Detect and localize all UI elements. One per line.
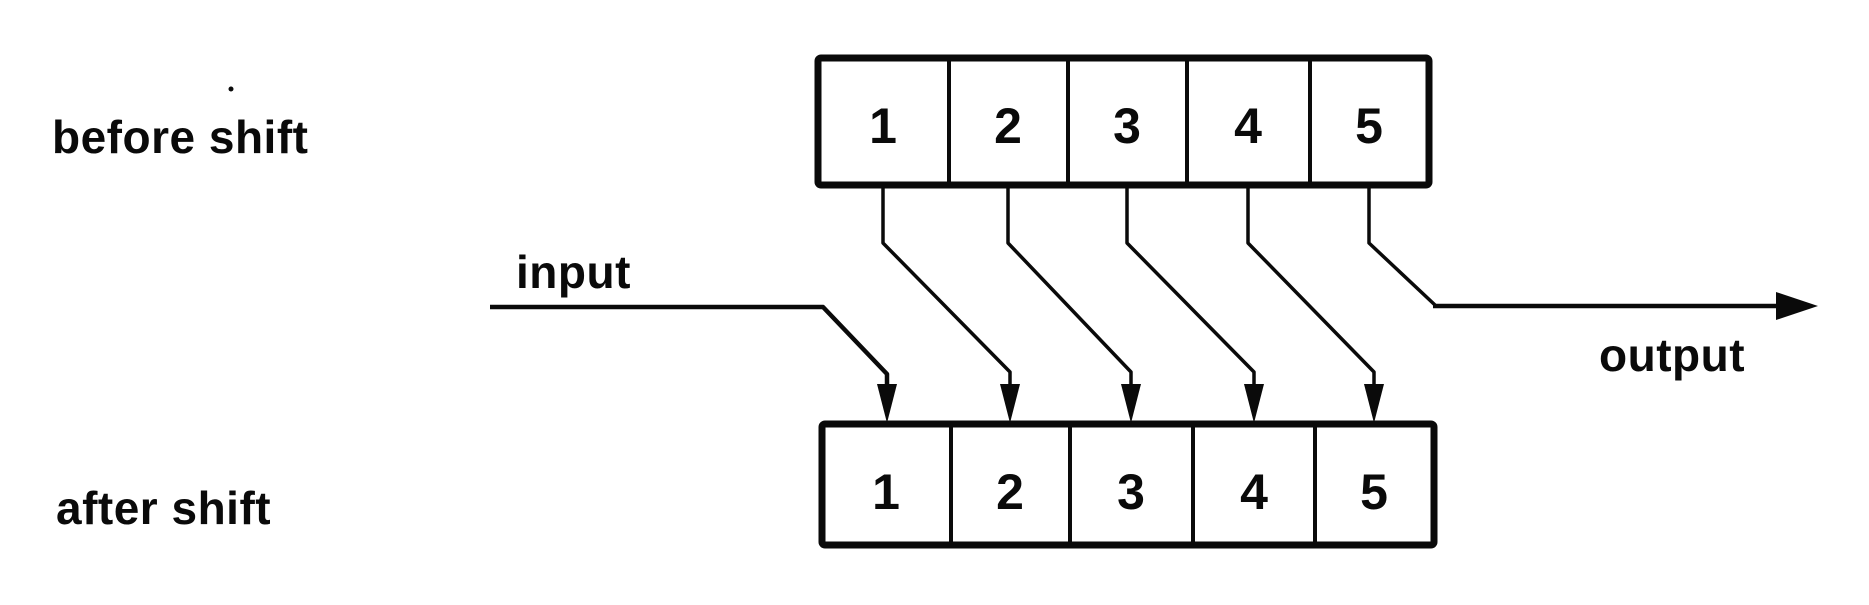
arrowhead-down-icon	[1364, 384, 1384, 423]
scan-speck	[228, 86, 234, 92]
shift-arrow-cell1-to-cell2	[881, 185, 1020, 423]
input-wire	[490, 304, 890, 394]
output-exit-wire	[1367, 185, 1437, 307]
before-shift-label: before shift	[52, 111, 308, 163]
arrowhead-down-icon	[1244, 384, 1264, 423]
cell-value: 3	[1117, 464, 1145, 520]
cell-value: 2	[996, 464, 1024, 520]
input-label: input	[516, 246, 631, 298]
register-after-box	[818, 420, 1438, 549]
shift-wire	[881, 185, 1012, 394]
register-before-box	[814, 54, 1433, 189]
cell-value: 5	[1355, 98, 1383, 154]
shift-arrow-cell4-to-cell5	[1246, 185, 1384, 423]
output-label: output	[1599, 329, 1745, 381]
output-arrow	[1367, 185, 1818, 320]
cell-value: 1	[872, 464, 900, 520]
cell-value: 3	[1113, 98, 1141, 154]
cell-value: 4	[1240, 464, 1268, 520]
arrowhead-down-icon	[1121, 384, 1141, 423]
shift-arrow-cell3-to-cell4	[1125, 185, 1264, 423]
shift-arrows	[881, 185, 1384, 423]
arrowhead-down-icon	[877, 384, 897, 423]
cell-value: 1	[869, 98, 897, 154]
input-arrow	[490, 304, 897, 423]
cell-value: 5	[1360, 464, 1388, 520]
cell-value: 4	[1234, 98, 1262, 154]
arrowhead-right-icon	[1776, 292, 1818, 320]
register-after: 1 2 3 4 5	[818, 420, 1438, 549]
shift-wire	[1246, 185, 1376, 394]
shift-arrow-cell2-to-cell3	[1006, 185, 1141, 423]
cell-value: 2	[994, 98, 1022, 154]
after-shift-label: after shift	[56, 482, 271, 534]
register-before: 1 2 3 4 5	[814, 54, 1433, 189]
arrowhead-down-icon	[1000, 384, 1020, 423]
shift-wire	[1125, 185, 1256, 394]
shift-wire	[1006, 185, 1133, 394]
